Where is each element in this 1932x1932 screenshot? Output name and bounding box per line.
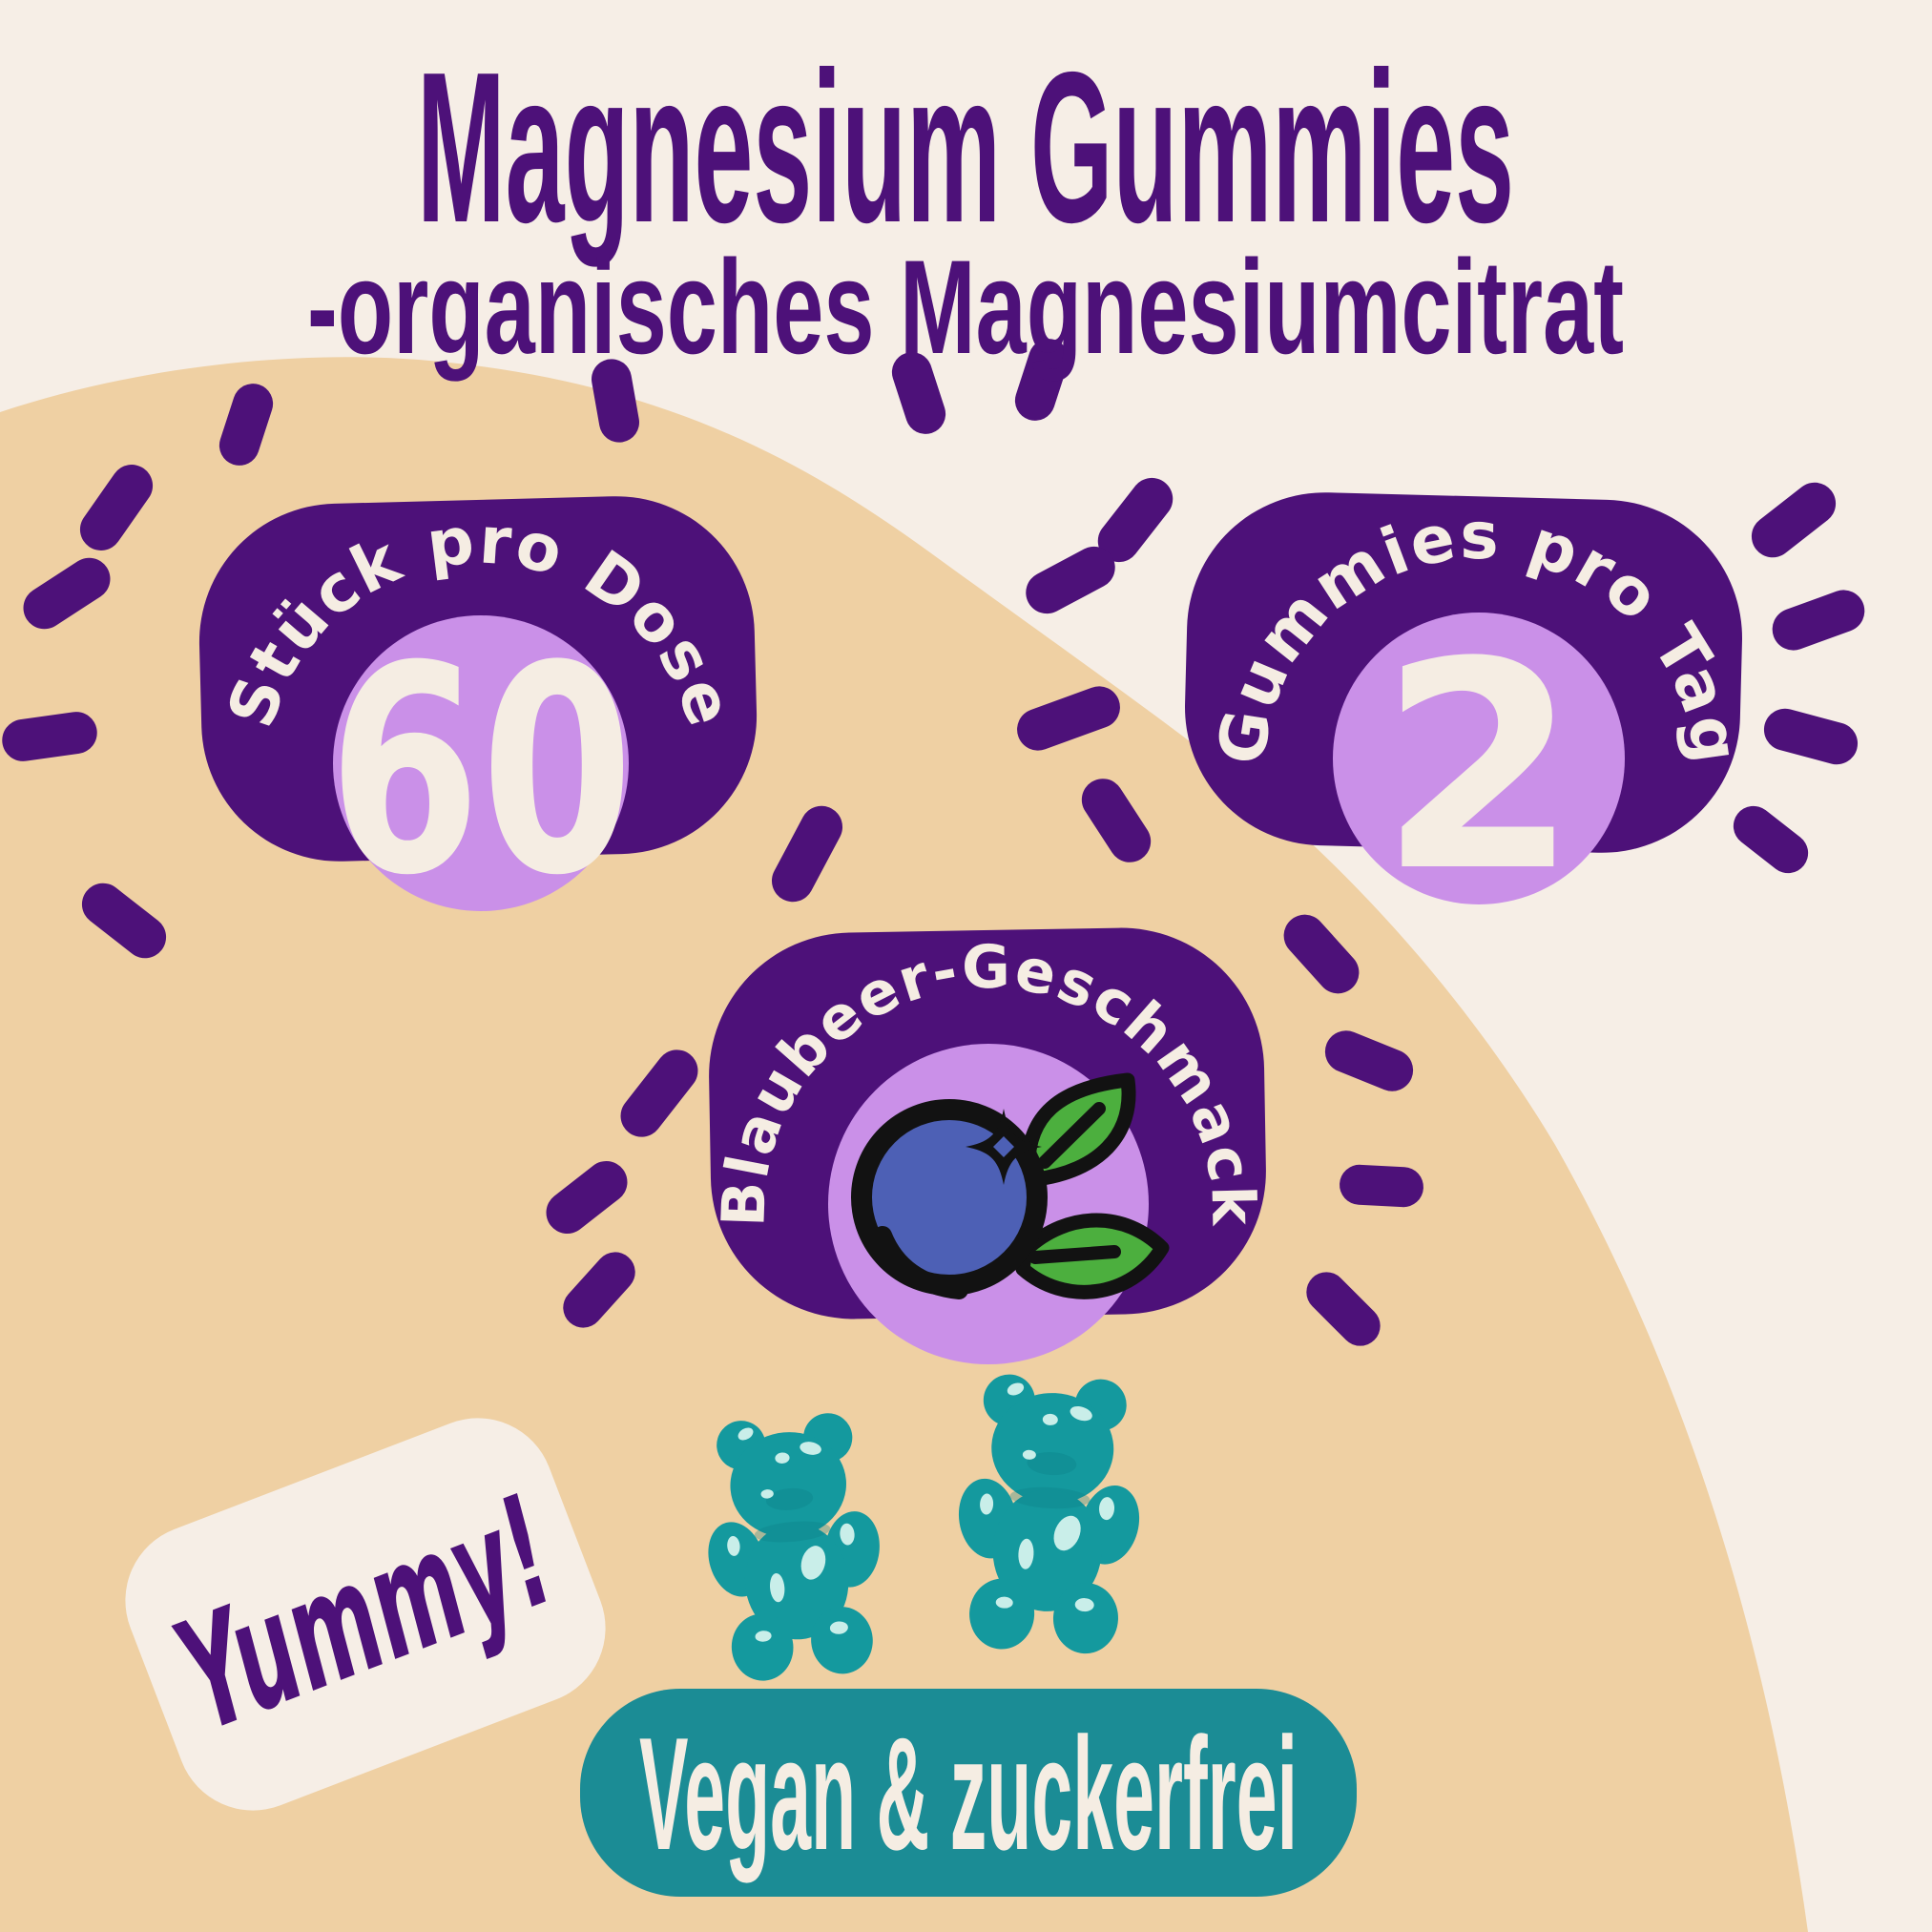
badge-gummies-per-day: Gummies pro Tag 2 xyxy=(1185,492,1752,934)
badge-value-circle xyxy=(333,615,629,911)
footer-claim-pill: Vegan & zuckerfrei xyxy=(580,1689,1357,1897)
leaf-lower-stem xyxy=(1028,1245,1121,1264)
leaf-upper-stem xyxy=(1038,1102,1106,1169)
badge-value: 60 xyxy=(328,605,634,938)
pill-background xyxy=(580,1689,1357,1897)
page-subtitle: -organisches Magnesiumcitrat xyxy=(307,232,1624,382)
page-title: Magnesium Gummies xyxy=(417,27,1514,267)
badge-blueberry-flavor: Blaubeer-Geschmack xyxy=(708,927,1266,1364)
badge-value-circle xyxy=(1333,613,1625,904)
yummy-sticker: Yummy! xyxy=(125,1418,606,1811)
berry-shine xyxy=(873,1226,968,1299)
berry-sparkle-center xyxy=(993,1136,1014,1157)
badge-value: 2 xyxy=(1380,601,1579,934)
sticker-card xyxy=(125,1418,606,1811)
badge-pieces-per-jar: Stück pro Dose 60 xyxy=(198,496,758,938)
blueberry-icon xyxy=(851,1072,1170,1299)
pill-text: Vegan & zuckerfrei xyxy=(639,1704,1298,1883)
